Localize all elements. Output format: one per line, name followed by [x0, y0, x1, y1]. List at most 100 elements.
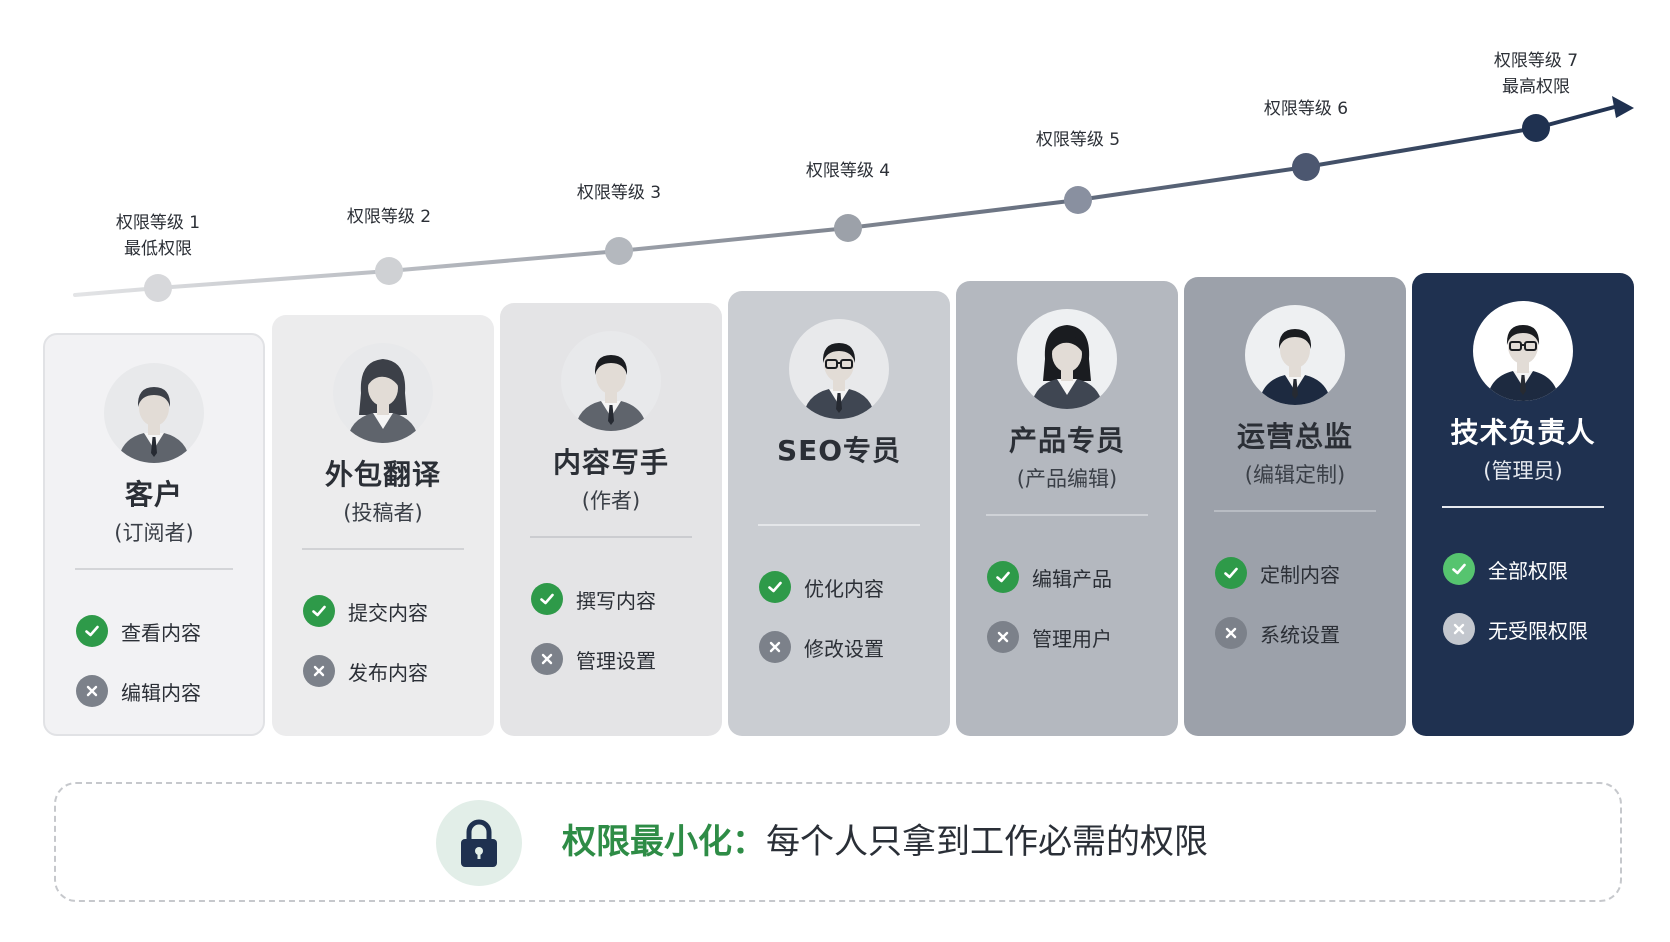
allowed-permission-label: 编辑产品 — [1032, 566, 1112, 591]
allowed-permission: 优化内容 — [759, 571, 884, 603]
level-title: 权限等级 3 — [576, 183, 662, 203]
check-icon — [531, 583, 563, 615]
role-subtitle: (管理员) — [1483, 459, 1563, 483]
banner-text: 权限最小化：每个人只拿到工作必需的权限 — [562, 820, 1208, 864]
timeline-node-6 — [1292, 153, 1320, 181]
allowed-permission: 全部权限 — [1443, 553, 1568, 585]
role-card-4: SEO专员优化内容修改设置 — [728, 291, 950, 736]
role-card-2: 外包翻译 (投稿者) 提交内容发布内容 — [272, 315, 494, 736]
lock-icon — [461, 819, 497, 867]
level-label-7: 权限等级 7 最高权限 — [1494, 48, 1578, 100]
denied-permission-label: 管理用户 — [1032, 626, 1112, 651]
level-note: 最低权限 — [123, 239, 192, 259]
level-label-3: 权限等级 3 — [577, 180, 661, 206]
allowed-permission: 提交内容 — [303, 595, 428, 627]
denied-permission: 编辑内容 — [76, 675, 201, 707]
lock-badge — [436, 800, 522, 886]
denied-permission: 管理设置 — [531, 643, 656, 675]
check-icon — [303, 595, 335, 627]
role-card-5: 产品专员 (产品编辑) 编辑产品管理用户 — [956, 281, 1178, 736]
allowed-permission-label: 全部权限 — [1488, 558, 1568, 583]
denied-permission-label: 修改设置 — [804, 636, 884, 661]
role-subtitle: (投稿者) — [343, 501, 423, 525]
level-label-1: 权限等级 1 最低权限 — [116, 210, 200, 262]
allowed-permission-label: 定制内容 — [1260, 562, 1340, 587]
level-label-6: 权限等级 6 — [1264, 96, 1348, 122]
check-icon — [759, 571, 791, 603]
role-subtitle: (产品编辑) — [1016, 467, 1118, 491]
role-name: 外包翻译 — [324, 458, 441, 491]
timeline-arrowhead-icon — [1612, 96, 1634, 118]
denied-permission-label: 系统设置 — [1260, 622, 1340, 647]
role-name: SEO专员 — [776, 434, 902, 467]
role-card-1: 客户 (订阅者) 查看内容编辑内容 — [43, 333, 265, 736]
level-title: 权限等级 5 — [1035, 130, 1121, 150]
level-label-4: 权限等级 4 — [806, 158, 890, 184]
denied-permission-label: 编辑内容 — [121, 680, 201, 705]
role-subtitle: (订阅者) — [114, 521, 194, 545]
timeline-node-2 — [375, 257, 403, 285]
level-title: 权限等级 6 — [1263, 99, 1349, 119]
timeline-node-5 — [1064, 186, 1092, 214]
card-divider — [758, 524, 920, 526]
denied-permission: 修改设置 — [759, 631, 884, 663]
role-card-7: 技术负责人 (管理员) 全部权限无受限权限 — [1412, 273, 1634, 736]
avatar — [1017, 309, 1117, 409]
banner-description: 每个人只拿到工作必需的权限 — [766, 822, 1208, 862]
level-title: 权限等级 1 — [115, 213, 201, 233]
level-title: 权限等级 2 — [346, 207, 432, 227]
check-icon — [987, 561, 1019, 593]
denied-permission: 发布内容 — [303, 655, 428, 687]
banner-keyword: 权限最小化： — [562, 822, 766, 862]
least-privilege-banner: 权限最小化：每个人只拿到工作必需的权限 — [54, 782, 1622, 902]
check-icon — [1443, 553, 1475, 585]
cross-icon — [1443, 613, 1475, 645]
allowed-permission-label: 优化内容 — [804, 576, 884, 601]
avatar — [104, 363, 204, 463]
permission-timeline — [73, 96, 1634, 302]
role-name: 客户 — [124, 478, 183, 511]
avatar — [561, 331, 661, 431]
card-divider — [530, 536, 692, 538]
role-name: 内容写手 — [552, 446, 669, 479]
level-title: 权限等级 7 — [1493, 51, 1579, 71]
allowed-permission: 撰写内容 — [531, 583, 656, 615]
card-divider — [1214, 510, 1376, 512]
allowed-permission: 定制内容 — [1215, 557, 1340, 589]
allowed-permission-label: 撰写内容 — [576, 588, 656, 613]
role-name: 运营总监 — [1236, 420, 1353, 453]
denied-permission: 无受限权限 — [1443, 613, 1588, 645]
level-label-2: 权限等级 2 — [347, 204, 431, 230]
timeline-node-7 — [1522, 114, 1550, 142]
cross-icon — [303, 655, 335, 687]
timeline-node-1 — [144, 274, 172, 302]
denied-permission: 管理用户 — [987, 621, 1112, 653]
role-card-6: 运营总监 (编辑定制) 定制内容系统设置 — [1184, 277, 1406, 736]
cross-icon — [76, 675, 108, 707]
role-subtitle: (作者) — [581, 489, 641, 513]
card-divider — [302, 548, 464, 550]
role-subtitle: (编辑定制) — [1244, 463, 1346, 487]
role-name: 技术负责人 — [1450, 416, 1596, 449]
card-divider — [75, 568, 233, 570]
avatar — [1473, 301, 1573, 401]
allowed-permission: 查看内容 — [76, 615, 201, 647]
level-label-5: 权限等级 5 — [1036, 127, 1120, 153]
denied-permission-label: 发布内容 — [348, 660, 428, 685]
cross-icon — [1215, 617, 1247, 649]
timeline-line — [73, 103, 1624, 297]
card-divider — [1442, 506, 1604, 508]
level-note: 最高权限 — [1501, 77, 1570, 97]
level-title: 权限等级 4 — [805, 161, 891, 181]
avatar — [333, 343, 433, 443]
role-name: 产品专员 — [1008, 424, 1125, 457]
avatar — [1245, 305, 1345, 405]
cross-icon — [759, 631, 791, 663]
check-icon — [1215, 557, 1247, 589]
denied-permission-label: 管理设置 — [576, 648, 656, 673]
check-icon — [76, 615, 108, 647]
timeline-node-4 — [834, 214, 862, 242]
cross-icon — [987, 621, 1019, 653]
card-divider — [986, 514, 1148, 516]
